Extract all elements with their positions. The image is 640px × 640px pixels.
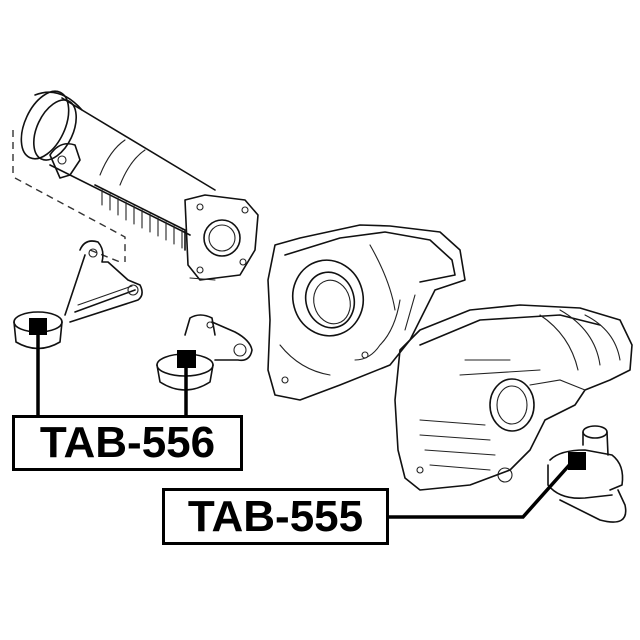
rear-mount-drawing [547, 425, 627, 523]
part-number-text: TAB-556 [39, 418, 216, 467]
tab-555-leader [388, 452, 586, 519]
part-label-tab-556: TAB-556 [12, 415, 243, 471]
center-bushing-drawing [156, 314, 253, 391]
tab-556-leaders [29, 318, 196, 416]
shaft-tube-drawing [12, 90, 259, 281]
bracket-arm-drawing [13, 240, 143, 350]
part-number-text: TAB-555 [187, 491, 364, 541]
differential-cover-drawing [267, 224, 466, 401]
part-label-tab-555: TAB-555 [162, 488, 389, 545]
differential-housing-drawing [394, 304, 633, 491]
